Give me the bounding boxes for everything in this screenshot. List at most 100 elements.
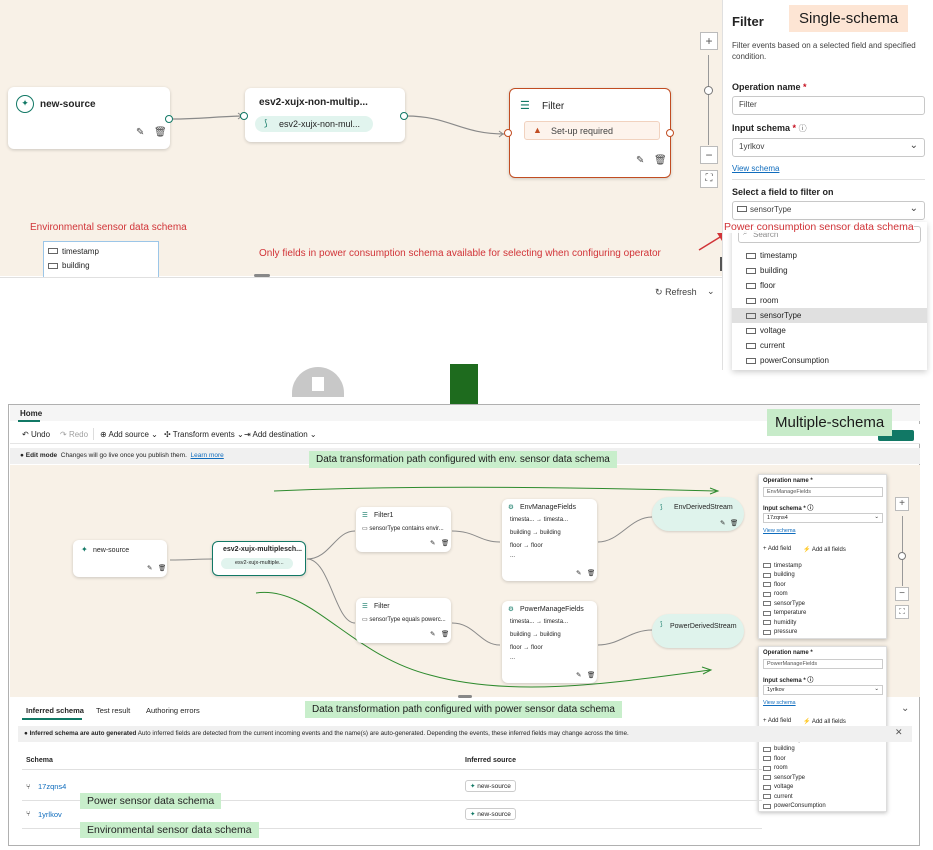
scrollbar[interactable] [720,257,722,271]
b-power-derived-node[interactable]: ⟆ PowerDerivedStream [652,614,744,648]
filter-node[interactable]: ☰ Filter ▲ Set-up required ✎ 🗑 [509,88,671,178]
b-power-manage-node[interactable]: ⚙ PowerManageFields timesta... → timesta… [502,601,597,683]
b-env-derived-node[interactable]: ⟆ EnvDerivedStream ✎ 🗑 [652,497,744,531]
zoom-out-button[interactable]: − [895,587,909,601]
panel-resize-handle[interactable] [254,274,270,277]
tab-home[interactable]: Home [20,409,43,418]
edit-icon[interactable]: ✎ [636,155,645,166]
add-all-fields-button[interactable]: ⚡ Add all fields [803,547,846,553]
stream-node-title: esv2-xujx-non-multip... [259,97,368,108]
b-source-node[interactable]: ✦ new-source ✎ 🗑 [73,540,167,577]
source-node[interactable]: ✦ new-source ✎ 🗑 [8,87,170,149]
add-field-button[interactable]: + Add field [763,546,792,552]
view-schema-link[interactable]: View schema [763,700,796,706]
b-stream-pill: esv2-xujx-multiple... [221,558,293,569]
dropdown-option[interactable]: voltage [732,323,927,338]
field-select[interactable]: sensorType ⌄ [732,201,925,220]
b-env-manage-node[interactable]: ⚙ EnvManageFields timesta... → timesta..… [502,499,597,581]
delete-icon[interactable]: 🗑 [154,127,167,138]
add-source-button[interactable]: ⊕ Add source ⌄ [100,430,158,439]
delete-icon[interactable]: 🗑 [441,540,450,547]
string-type-icon [763,746,771,752]
tab-test-result[interactable]: Test result [96,706,131,715]
delete-icon[interactable]: 🗑 [587,672,596,679]
op-name-input[interactable]: PowerManageFields [763,659,883,669]
delete-icon[interactable]: 🗑 [587,570,596,577]
redo-button[interactable]: ↷ Redo [60,430,89,439]
publish-button[interactable] [878,430,914,441]
string-type-icon [48,248,58,255]
edit-icon[interactable]: ✎ [430,631,436,638]
add-all-fields-button[interactable]: ⚡ Add all fields [803,719,846,725]
edit-icon[interactable]: ✎ [136,127,145,138]
chevron-down-icon[interactable]: ⌄ [707,286,715,296]
schema-select[interactable]: 17zqns4⌄ [763,513,883,523]
dropdown-option[interactable]: timestamp [732,248,927,263]
delete-icon[interactable]: 🗑 [158,565,167,572]
schema-link[interactable]: 1yrlkov [38,810,62,819]
dropdown-option[interactable]: current [732,338,927,353]
op-name-input[interactable]: EnvManageFields [763,487,883,497]
list-item: humidity [759,618,888,628]
fit-view-icon[interactable]: ⛶ [895,605,909,619]
string-type-icon [746,297,756,304]
info-bar [18,726,912,742]
table-row[interactable]: ⑂ 1yrlkov ✦ new-source [22,803,762,827]
edit-icon[interactable]: ✎ [576,570,582,577]
learn-more-link[interactable]: Learn more [190,452,224,459]
dropdown-option[interactable]: building [732,263,927,278]
filter-output-port[interactable] [666,129,674,137]
input-schema-select[interactable]: 1yrlkov ⌄ [732,138,925,157]
zoom-slider-handle[interactable] [898,552,906,560]
env-schema-label: Environmental sensor data schema [30,222,187,233]
edit-icon[interactable]: ✎ [147,565,153,572]
string-type-icon [763,591,771,597]
ellipsis: ... [510,655,516,661]
view-schema-link[interactable]: View schema [732,164,780,173]
stream-input-port[interactable] [240,112,248,120]
b-filter1-node[interactable]: ☰ Filter1 ▭ sensorType contains envir...… [356,507,451,552]
tab-authoring-errors[interactable]: Authoring errors [146,706,200,715]
list-item: pressure [759,628,888,638]
number-type-icon [763,756,771,762]
delete-icon[interactable]: 🗑 [654,155,667,166]
edit-icon[interactable]: ✎ [430,540,436,547]
filter-icon: ☰ [362,512,368,519]
zoom-slider-handle[interactable] [704,86,713,95]
info-message: ● Inferred schema are auto generated Aut… [24,730,629,737]
table-row[interactable]: ⑂ 17zqns4 ✦ new-source [22,774,762,800]
tab-inferred-schema[interactable]: Inferred schema [26,706,84,715]
dropdown-option-selected[interactable]: sensorType [732,308,927,323]
schema-select[interactable]: 1yrlkov⌄ [763,685,883,695]
b-filter2-node[interactable]: ☰ Filter ▭ sensorType equals powerc... ✎… [356,598,451,643]
transform-events-button[interactable]: ✣ Transform events ⌄ [164,430,244,439]
filter-input-port[interactable] [504,129,512,137]
stream-output-port[interactable] [400,112,408,120]
source-output-port[interactable] [165,115,173,123]
panel-resize-handle[interactable] [458,695,472,698]
edit-icon[interactable]: ✎ [720,520,726,527]
delete-icon[interactable]: 🗑 [730,520,739,527]
edit-icon[interactable]: ✎ [576,672,582,679]
zoom-in-button[interactable]: + [895,497,909,511]
undo-button[interactable]: ↶ Undo [22,430,51,439]
add-destination-button[interactable]: ⇥ Add destination ⌄ [244,430,317,439]
stream-node[interactable]: esv2-xujx-non-multip... ⟆ esv2-xujx-non-… [245,88,405,142]
zoom-out-button[interactable]: − [700,146,718,164]
delete-icon[interactable]: 🗑 [441,631,450,638]
dropdown-option[interactable]: floor [732,278,927,293]
refresh-button[interactable]: ↻ Refresh [655,287,697,297]
dropdown-option[interactable]: powerConsumption [732,353,927,368]
add-field-button[interactable]: + Add field [763,718,792,724]
view-schema-link[interactable]: View schema [763,528,796,534]
zoom-in-button[interactable]: + [700,32,718,50]
schema-link[interactable]: 17zqns4 [38,782,67,791]
dropdown-option[interactable]: room [732,293,927,308]
chevron-down-icon[interactable]: ⌄ [901,703,910,714]
fit-view-icon[interactable]: ⛶ [700,170,718,188]
operation-name-input[interactable]: Filter [732,96,925,115]
ribbon-tabs [10,405,920,421]
string-type-icon [763,601,771,607]
close-icon[interactable]: ✕ [895,727,903,737]
b-stream-node[interactable]: esv2-xujx-multiplesch... esv2-xujx-multi… [212,541,306,576]
